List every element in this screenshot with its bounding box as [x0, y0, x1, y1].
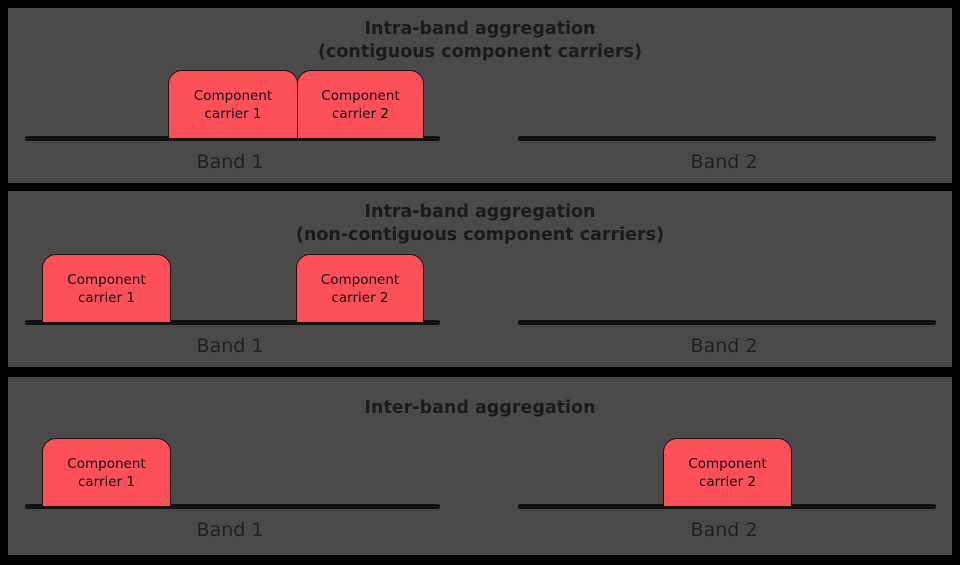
panel-2-title: Intra-band aggregation (non-contiguous c… [8, 201, 952, 247]
panel-2-title-line-2: (non-contiguous component carriers) [295, 225, 665, 245]
panel-2-band-2-line [518, 320, 936, 325]
panel-1-band-2-line [518, 136, 936, 141]
panel-1-component-carrier-2: Component carrier 2 [297, 70, 424, 139]
panel-2-band-1-line [25, 320, 440, 325]
panel-1-carrier-2-line-2: carrier 2 [331, 105, 390, 122]
panel-2-component-carrier-2: Component carrier 2 [296, 254, 424, 323]
panel-2-carrier-2-line-1: Component [320, 271, 400, 288]
panel-2-band-1-label: Band 1 [196, 335, 264, 357]
panel-1-title: Intra-band aggregation (contiguous compo… [8, 18, 952, 64]
panel-3-component-carrier-1: Component carrier 1 [42, 438, 171, 507]
panel-1-title-line-2: (contiguous component carriers) [318, 42, 642, 62]
panel-1-carrier-1-line-1: Component [193, 87, 273, 104]
panel-1-carrier-1-line-2: carrier 1 [204, 105, 262, 122]
panel-intra-band-non-contiguous: Intra-band aggregation (non-contiguous c… [8, 191, 952, 367]
panel-2-band-2-label: Band 2 [690, 335, 758, 357]
panel-3-carrier-2-line-2: carrier 2 [698, 473, 757, 490]
panel-2-carrier-2-line-2: carrier 2 [331, 289, 389, 306]
panel-1-band-1-label: Band 1 [196, 151, 264, 173]
panel-1-title-line-1: Intra-band aggregation [364, 19, 596, 39]
panel-2-component-carrier-1: Component carrier 1 [42, 254, 171, 323]
panel-3-carrier-2-line-1: Component [688, 455, 767, 472]
panel-3-component-carrier-2: Component carrier 2 [663, 438, 792, 507]
panel-2-carrier-1-line-2: carrier 1 [77, 289, 136, 306]
panel-3-band-2-label: Band 2 [690, 519, 758, 541]
panel-1-component-carrier-1: Component carrier 1 [168, 70, 298, 139]
panel-3-title: Inter-band aggregation [8, 397, 952, 420]
panel-3-carrier-1-line-2: carrier 1 [77, 473, 136, 490]
panel-2-carrier-1-line-1: Component [67, 271, 146, 288]
panel-inter-band: Inter-band aggregation Component carrier… [8, 377, 952, 555]
panel-1-band-2-label: Band 2 [690, 151, 758, 173]
panel-3-carrier-1-line-1: Component [67, 455, 146, 472]
panel-3-title-line-1: Inter-band aggregation [364, 398, 596, 418]
panel-3-band-1-line [25, 504, 440, 509]
panel-3-band-1-label: Band 1 [196, 519, 264, 541]
panel-2-title-line-1: Intra-band aggregation [364, 202, 596, 222]
panel-intra-band-contiguous: Intra-band aggregation (contiguous compo… [8, 8, 952, 183]
panel-1-carrier-2-line-1: Component [321, 87, 400, 104]
